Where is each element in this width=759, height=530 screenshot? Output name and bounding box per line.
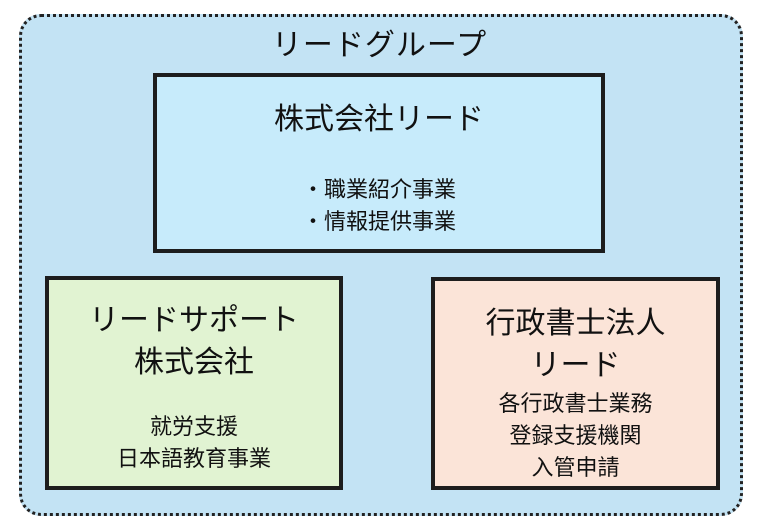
service-item: 登録支援機関 [509, 424, 642, 449]
service-item: ・情報提供事業 [301, 210, 456, 235]
company-box-lead: 株式会社リード ・職業紹介事業 ・情報提供事業 [153, 73, 605, 253]
service-list: 各行政書士業務 登録支援機関 入管申請 [435, 389, 716, 485]
service-item: 日本語教育事業 [116, 447, 271, 472]
company-name-line: 株式会社リード [274, 102, 484, 137]
service-item: 各行政書士業務 [498, 392, 653, 417]
service-list: 就労支援 日本語教育事業 [49, 412, 339, 476]
company-name-line: リードサポート [89, 303, 299, 338]
company-box-lead-support: リードサポート 株式会社 就労支援 日本語教育事業 [45, 276, 343, 490]
service-item: ・職業紹介事業 [301, 178, 456, 203]
service-list: ・職業紹介事業 ・情報提供事業 [157, 175, 601, 239]
company-name: リードサポート 株式会社 [49, 300, 339, 384]
company-name-line: リード [530, 348, 621, 383]
company-name-line: 株式会社 [134, 345, 254, 380]
company-name: 行政書士法人 リード [435, 303, 716, 387]
service-item: 就労支援 [149, 415, 238, 440]
company-box-gyosei-shoshi: 行政書士法人 リード 各行政書士業務 登録支援機関 入管申請 [431, 277, 720, 490]
service-item: 入管申請 [531, 456, 620, 481]
company-name: 株式会社リード [157, 99, 601, 141]
group-title: リードグループ [271, 28, 488, 63]
company-name-line: 行政書士法人 [485, 306, 666, 341]
